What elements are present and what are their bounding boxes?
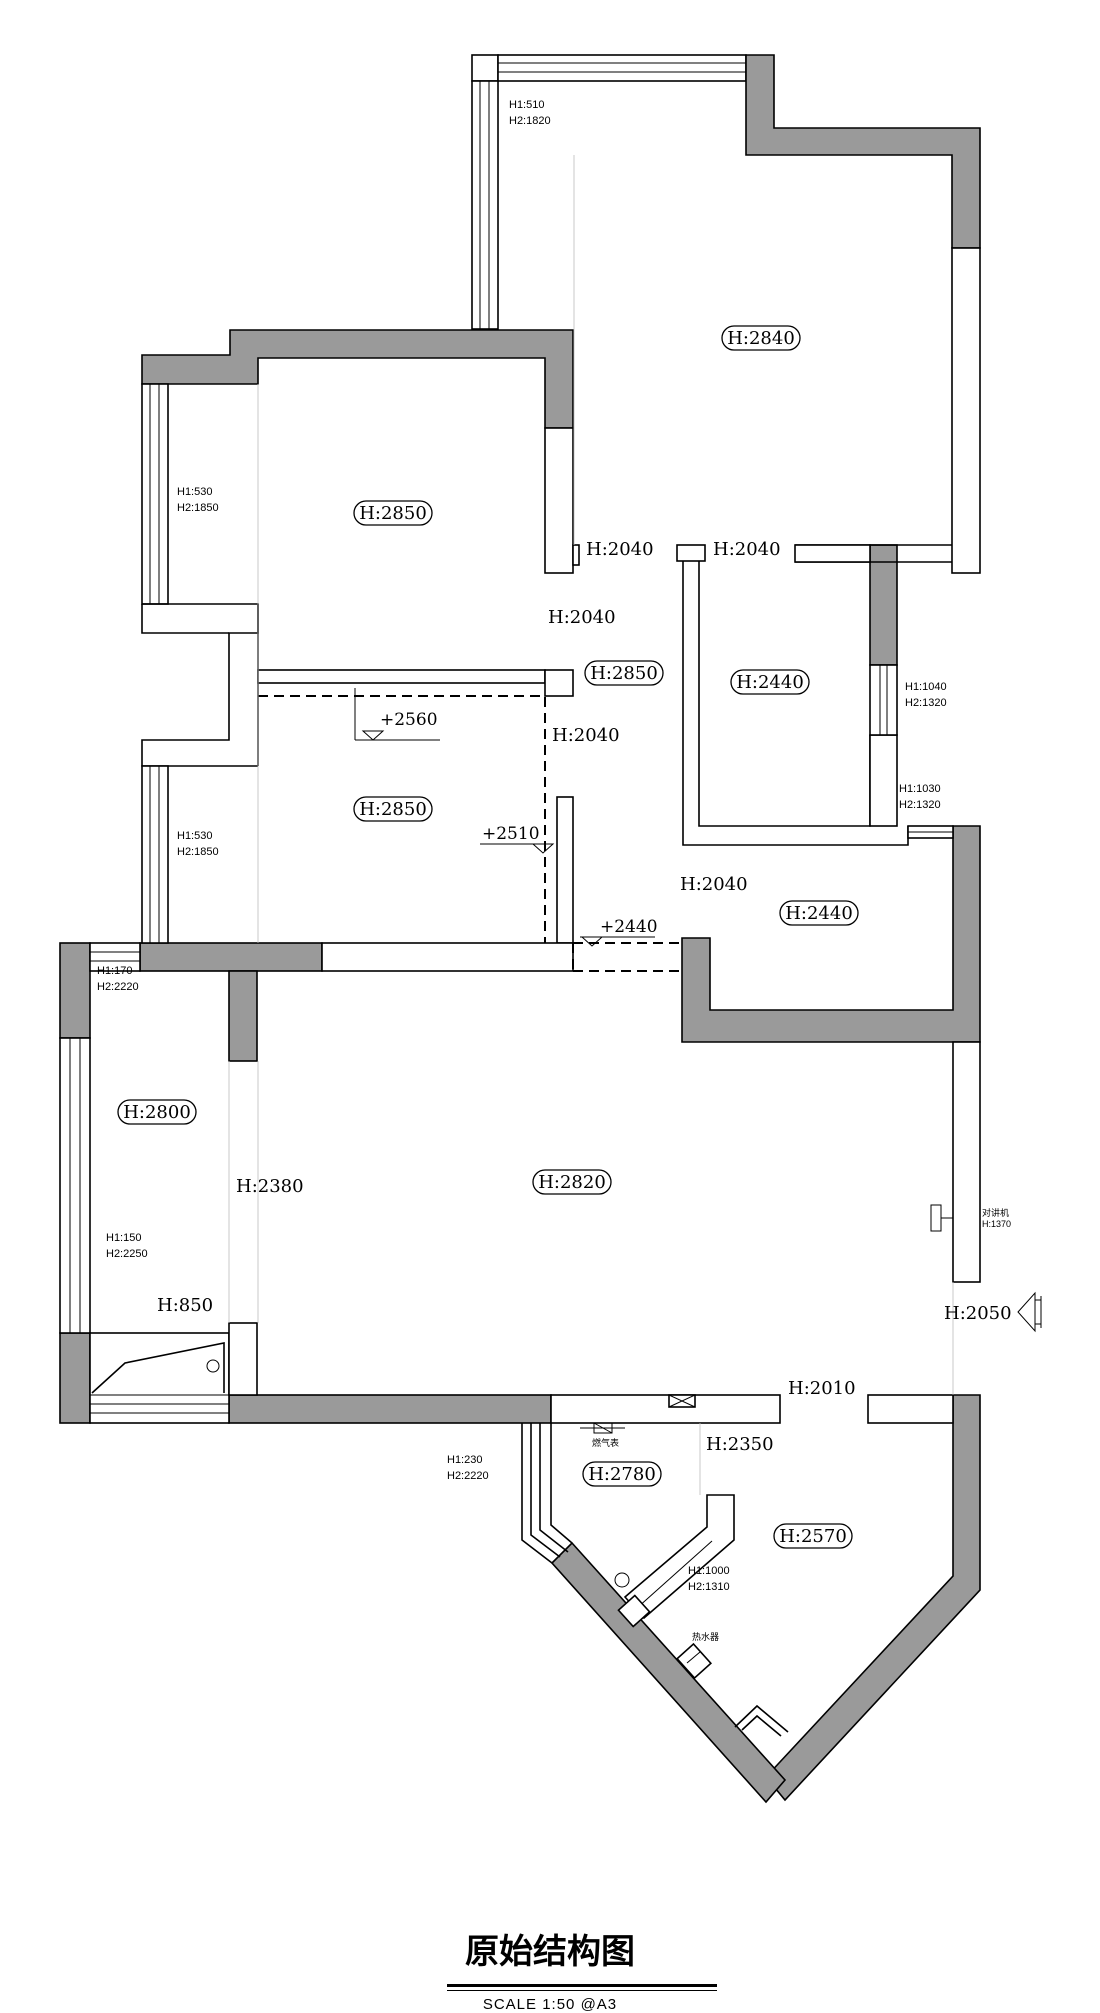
level-c-text: +2440 — [600, 917, 658, 937]
door-d-label: H:2040 — [552, 725, 620, 746]
window-bed2-h1: H1:530 — [177, 830, 212, 842]
window-bath1-h1: H1:1040 — [905, 681, 947, 693]
ceiling-kitchen-right: H:2570 — [773, 1523, 853, 1549]
door-a-label: H:2040 — [586, 539, 654, 560]
door-e-label: H:2040 — [680, 874, 748, 895]
water-heater-label: 热水器 — [692, 1631, 719, 1642]
entry-label: H:2050 — [944, 1303, 1012, 1324]
partition-walls — [59, 247, 981, 1737]
svg-text:H:2440: H:2440 — [785, 903, 853, 924]
svg-text:H:2850: H:2850 — [359, 503, 427, 524]
svg-text:H:2780: H:2780 — [588, 1464, 656, 1485]
window-bal2-h2: H2:2250 — [106, 1248, 148, 1260]
structural-walls — [59, 54, 981, 1804]
level-marker-b: +2510 — [480, 824, 555, 854]
beam-lines — [228, 155, 954, 1495]
window-bed2-h2: H2:1850 — [177, 846, 219, 858]
window-kit-h2: H2:2220 — [447, 1470, 489, 1482]
intercom-icon — [930, 1204, 953, 1232]
window-bath2-h1: H1:1030 — [899, 783, 941, 795]
level-marker-c: +2440 — [580, 917, 658, 947]
window-top-h1: H1:510 — [509, 99, 544, 111]
window-bed1-h2: H2:1850 — [177, 502, 219, 514]
window-bath2-h2: H2:1320 — [899, 799, 941, 811]
ceiling-balcony-top: H:2840 — [721, 325, 801, 351]
door-b-label: H:2040 — [713, 539, 781, 560]
living-left-label: H:2380 — [236, 1176, 304, 1197]
window-kit2-h2: H2:1310 — [688, 1581, 730, 1593]
window-bal2-h1: H1:150 — [106, 1232, 141, 1244]
svg-text:H:2850: H:2850 — [590, 663, 658, 684]
title-underline-thin — [447, 1990, 717, 1991]
intercom-label: 对讲机 — [982, 1207, 1009, 1218]
ceiling-bathroom-lower: H:2440 — [779, 900, 859, 926]
ceiling-bedroom-lower: H:2850 — [353, 796, 433, 822]
kitchen-top-label: H:2010 — [788, 1378, 856, 1399]
svg-text:H:2840: H:2840 — [727, 328, 795, 349]
level-a-text: +2560 — [380, 710, 438, 730]
title-underline — [447, 1984, 717, 1987]
ceiling-bedroom-upper: H:2850 — [353, 500, 433, 526]
window-bed1-h1: H1:530 — [177, 486, 212, 498]
window-bath1-h2: H2:1320 — [905, 697, 947, 709]
level-b-text: +2510 — [482, 824, 540, 844]
window-bal-h2: H2:2220 — [97, 981, 139, 993]
window-kit-h1: H1:230 — [447, 1454, 482, 1466]
drawing-title: 原始结构图 — [465, 1932, 635, 1972]
svg-text:H:2440: H:2440 — [736, 672, 804, 693]
window-bal-h1: H1:170 — [97, 965, 132, 977]
ceiling-bathroom-upper: H:2440 — [730, 669, 810, 695]
kitchen-inner-label: H:2350 — [706, 1434, 774, 1455]
ceiling-living-room: H:2820 — [532, 1169, 612, 1195]
level-marker-a: +2560 — [354, 688, 440, 741]
ceiling-corridor: H:2850 — [584, 660, 664, 686]
gas-meter-label: 燃气表 — [592, 1437, 619, 1448]
ceiling-kitchen: H:2780 — [582, 1461, 662, 1487]
window-kit2-h1: H1:1000 — [688, 1565, 730, 1577]
floor-plan: +2560 +2510 +2440 H:2840 H:2850 H:2850 H… — [59, 54, 1042, 1804]
drawing-scale: SCALE 1:50 @A3 — [482, 1996, 618, 2013]
top-balcony-window — [471, 54, 747, 330]
window-850-label: H:850 — [157, 1295, 213, 1316]
svg-text:H:2800: H:2800 — [123, 1102, 191, 1123]
entry-arrow-icon — [1017, 1291, 1042, 1333]
intercom-height-label: H:1370 — [982, 1219, 1011, 1229]
ceiling-balcony-left: H:2800 — [117, 1099, 197, 1125]
svg-text:H:2570: H:2570 — [779, 1526, 847, 1547]
svg-text:H:2820: H:2820 — [538, 1172, 606, 1193]
svg-text:H:2850: H:2850 — [359, 799, 427, 820]
window-top-h2: H2:1820 — [509, 115, 551, 127]
door-c-label: H:2040 — [548, 607, 616, 628]
